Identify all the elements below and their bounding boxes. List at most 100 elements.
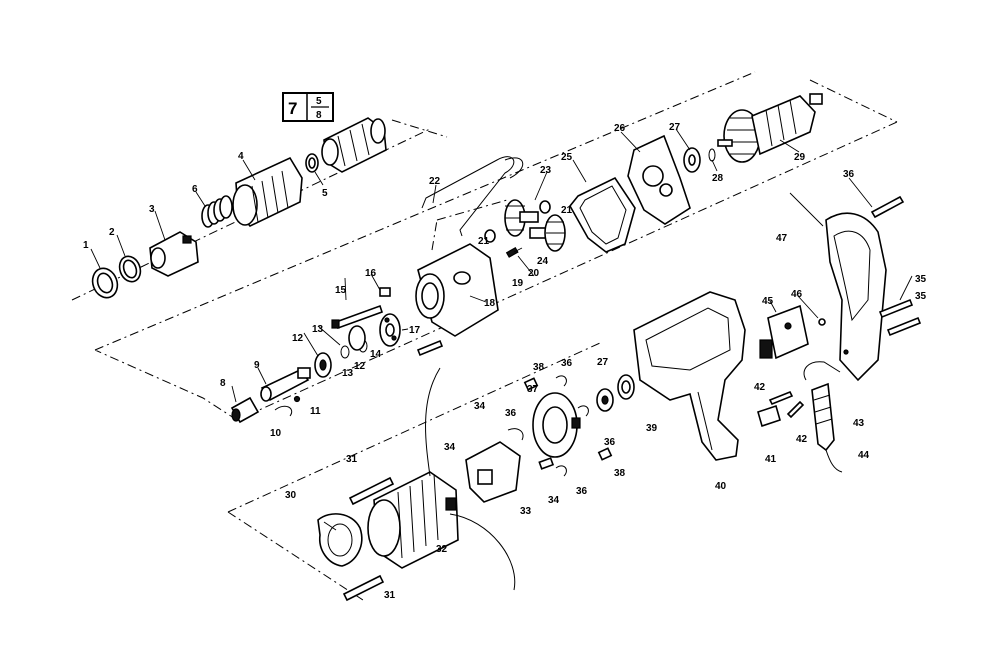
label-28: 28: [712, 173, 724, 184]
label-34b: 34: [444, 442, 456, 453]
label-26: 26: [614, 123, 626, 134]
part-26-bearing-plate: [627, 134, 691, 225]
part-23-gear: [504, 199, 539, 237]
label-17: 17: [409, 325, 421, 336]
part-31-screws: [342, 476, 395, 602]
label-9: 9: [254, 360, 260, 371]
part-39-bearing: [617, 374, 635, 400]
label-27a: 27: [669, 122, 681, 133]
label-12a: 12: [292, 333, 304, 344]
part-28-ring: [708, 148, 716, 162]
label-39: 39: [646, 423, 658, 434]
assembly-boundary-lines: [71, 71, 898, 601]
label-14: 14: [370, 349, 382, 360]
label-29: 29: [794, 152, 806, 163]
label-34a: 34: [474, 401, 486, 412]
part-8-sleeve: [230, 396, 260, 424]
label-13a: 13: [312, 324, 324, 335]
label-21a: 21: [478, 236, 490, 247]
label-4: 4: [238, 151, 244, 162]
label-45: 45: [762, 296, 774, 307]
label-18: 18: [484, 298, 496, 309]
label-11: 11: [310, 406, 321, 417]
part-46-pin: [818, 318, 826, 326]
part-36-springs: [555, 375, 589, 477]
label-23: 23: [540, 165, 552, 176]
label-36d: 36: [604, 437, 616, 448]
label-41: 41: [765, 454, 777, 465]
label-37: 37: [527, 384, 539, 395]
label-35b: 35: [915, 291, 927, 302]
label-2: 2: [109, 227, 115, 238]
part-14-bearing-plate: [379, 313, 401, 347]
part-42-screws: [768, 390, 805, 419]
part-43-cord-guard: [811, 382, 835, 452]
label-36c: 36: [505, 408, 517, 419]
part-41-clamp: [757, 404, 781, 428]
label-32: 32: [436, 544, 448, 555]
label-30: 30: [285, 490, 297, 501]
label-46: 46: [791, 289, 803, 300]
part-9-spindle: [260, 367, 311, 402]
label-36b: 36: [561, 358, 573, 369]
part-24-spindle-gear: [529, 214, 566, 252]
part-12-bearing: [314, 325, 366, 378]
part-32-field: [367, 471, 459, 569]
label-24: 24: [537, 256, 549, 267]
label-44: 44: [858, 450, 870, 461]
label-31b: 31: [384, 590, 396, 601]
part-10-clip: [274, 405, 293, 417]
part-15-screw: [331, 304, 384, 330]
label-27b: 27: [597, 357, 609, 368]
label-15: 15: [335, 285, 347, 296]
label-36e: 36: [576, 486, 588, 497]
part-2-washer: [118, 255, 142, 283]
label-20: 20: [528, 268, 540, 279]
label-43: 43: [853, 418, 865, 429]
part-18-gear-case: [415, 243, 499, 337]
part-17-screw: [416, 339, 444, 357]
field-lead-wires: [425, 367, 516, 591]
label-1: 1: [83, 240, 89, 251]
part-34-clips: [507, 428, 555, 470]
part-1-ring: [91, 267, 119, 299]
part-33-brush-yoke: [465, 441, 521, 503]
part-38-brushes: [523, 377, 613, 461]
part-7-chuck-head: [321, 117, 387, 173]
part-30-baffle: [317, 513, 363, 567]
ref-box-denominator: 8: [316, 110, 322, 121]
label-40: 40: [715, 481, 727, 492]
part-29-armature: [717, 93, 823, 163]
part-47-handle-cover: [825, 212, 887, 382]
label-12b: 12: [354, 361, 366, 372]
part-5-ring: [305, 153, 319, 173]
label-16: 16: [365, 268, 377, 279]
label-42b: 42: [796, 434, 808, 445]
ref-box-numerator: 5: [316, 96, 322, 107]
label-13b: 13: [342, 368, 354, 379]
label-42a: 42: [754, 382, 766, 393]
part-44-power-cord: [803, 361, 843, 473]
part-number-labels: 1 2 3 4 5 6 8 9 10 11 12 12 13 13 14 15 …: [83, 122, 927, 601]
part-37-brush-holder: [532, 392, 581, 458]
part-reference-box: 7 5 8: [282, 92, 334, 122]
label-8: 8: [220, 378, 226, 389]
label-19: 19: [512, 278, 524, 289]
label-31a: 31: [346, 454, 358, 465]
part-19-pin: [505, 246, 519, 258]
label-33: 33: [520, 506, 532, 517]
label-47: 47: [776, 233, 788, 244]
part-35-screws: [878, 298, 922, 337]
leader-lines: [90, 128, 913, 403]
part-27b-bearing: [596, 388, 614, 412]
part-27-bearing: [683, 147, 701, 173]
part-22-wire-bail: [421, 156, 523, 237]
label-34c: 34: [548, 495, 560, 506]
part-3-jaw-body: [149, 231, 199, 277]
label-3: 3: [149, 204, 155, 215]
label-5: 5: [322, 188, 328, 199]
part-21-washer: [484, 200, 551, 243]
part-11-ball: [293, 395, 301, 403]
part-36-screw: [870, 195, 905, 219]
